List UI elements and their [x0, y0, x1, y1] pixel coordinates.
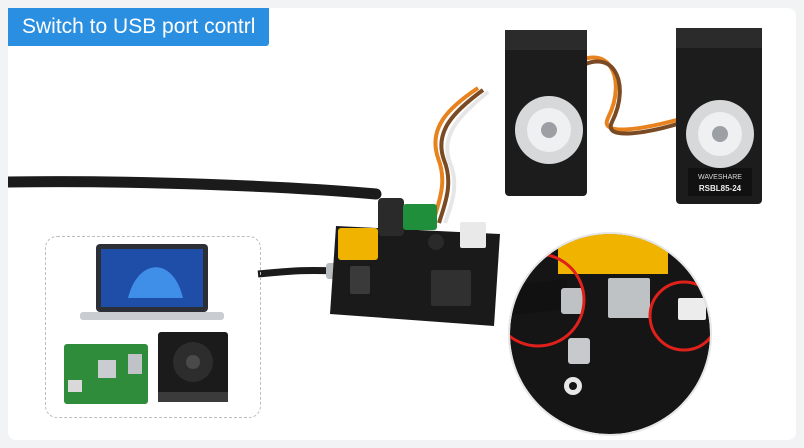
servo-motor-1: [505, 30, 587, 196]
zoom-detail-frame: [510, 234, 710, 434]
product-photo: WAVESHARE RSBL85-24: [8, 28, 762, 440]
servo-link-wires: [566, 55, 685, 132]
host-devices-box: [45, 236, 261, 418]
zoom-detail-image: Bus Servo Driver HAT (A): [510, 234, 721, 440]
servo-model: RSBL85-24: [699, 184, 742, 193]
jetson-board: [158, 332, 228, 402]
servo-brand: WAVESHARE: [698, 174, 742, 181]
laptop-illustration: [80, 244, 224, 320]
servo-wire-white: [443, 90, 490, 224]
servo-wire-brown: [437, 88, 485, 224]
servo-driver-board: [330, 198, 500, 326]
servo-motor-2: [676, 28, 762, 204]
board-label: Bus Servo Driver HAT (A): [712, 368, 721, 440]
product-image-card: WAVESHARE RSBL85-24: [8, 8, 796, 440]
usb-cable: [8, 176, 382, 200]
page-title: Switch to USB port contrl: [8, 8, 270, 46]
servo-wire-orange: [431, 86, 480, 224]
raspberry-pi-board: [64, 344, 148, 404]
